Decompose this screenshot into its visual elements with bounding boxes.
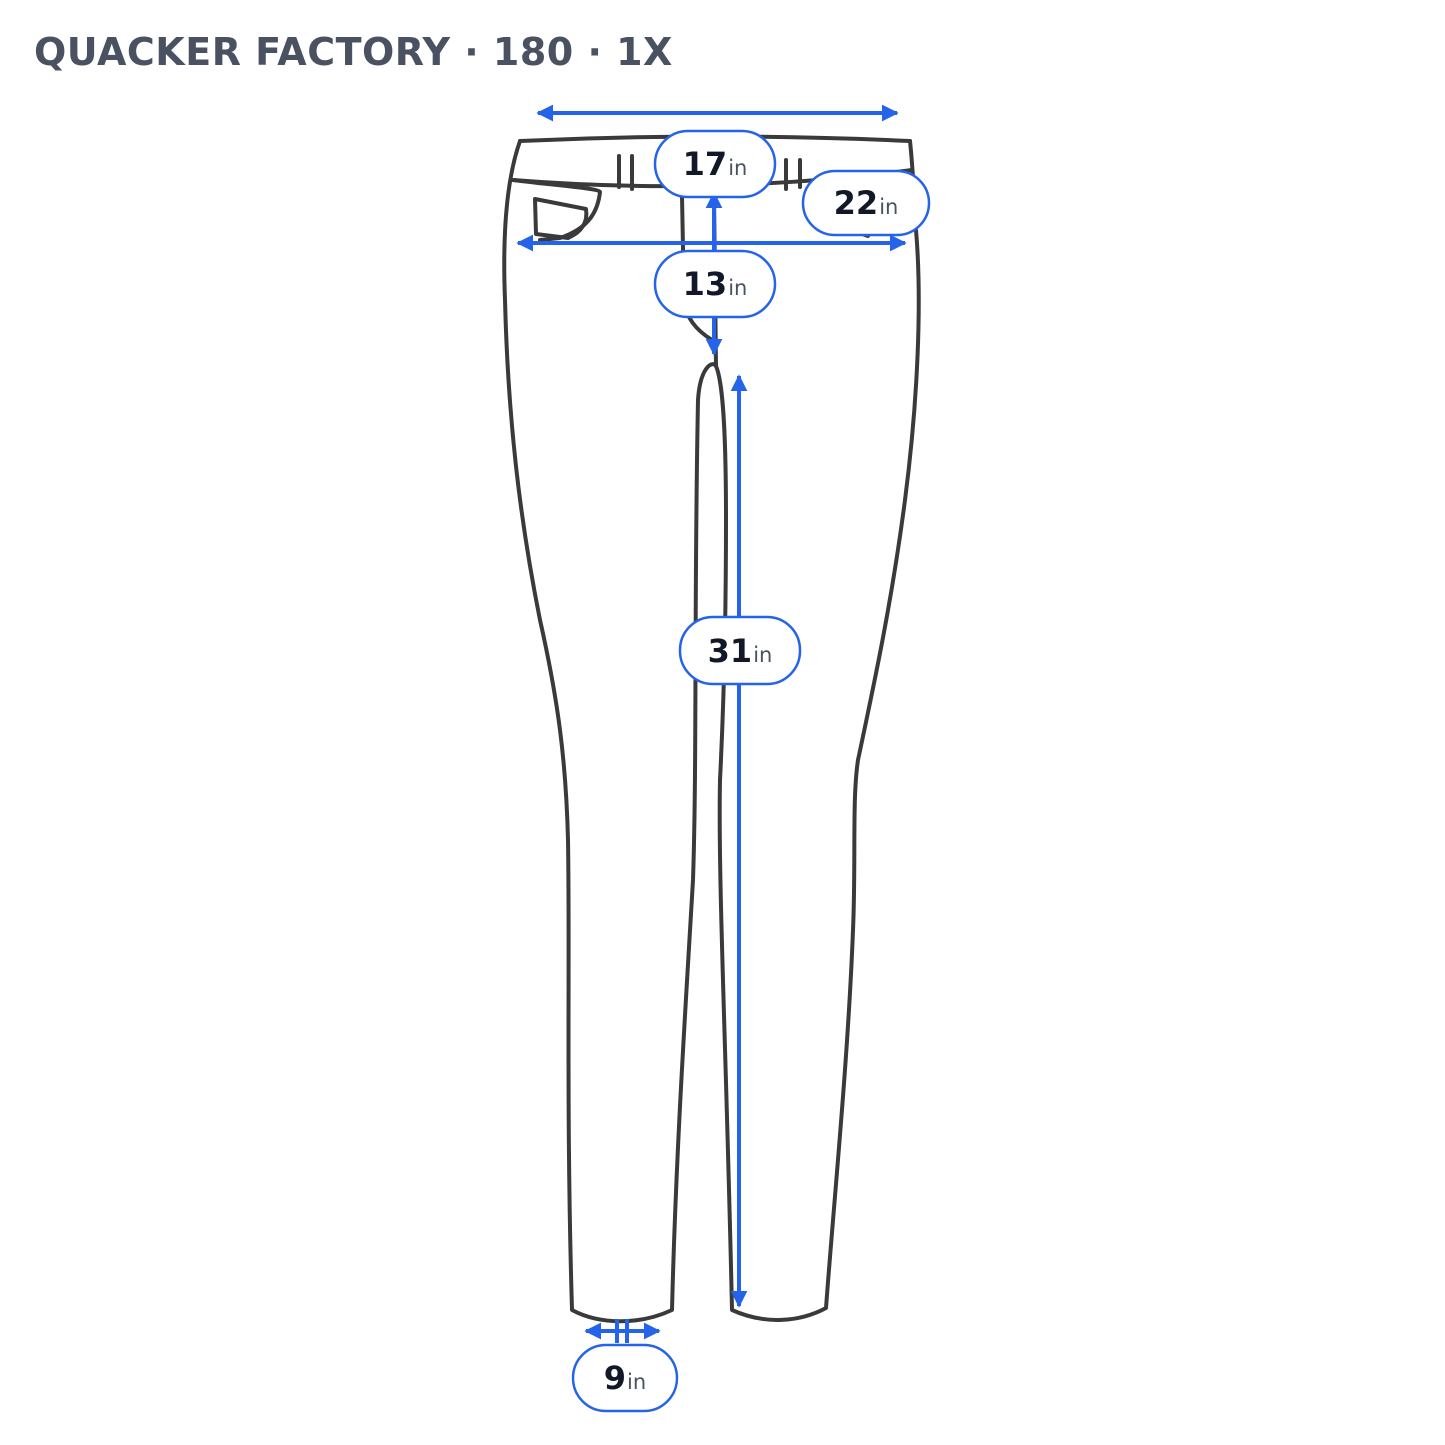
inseam-text: 31in	[708, 632, 773, 670]
right-leg-outline	[714, 139, 921, 1322]
hip-value: 22	[834, 184, 879, 222]
belt-loop-left	[617, 154, 634, 191]
inseam-pill	[678, 615, 802, 686]
left-leg-outline	[502, 139, 718, 1324]
rise-pill	[653, 249, 777, 319]
product-title: QUACKER FACTORY · 180 · 1X	[34, 30, 673, 74]
inseam-unit: in	[753, 643, 772, 667]
waist-pill	[653, 129, 777, 199]
waist-label: 17in	[653, 129, 777, 199]
pants-outline	[502, 134, 921, 1324]
hem-unit: in	[627, 1370, 646, 1394]
hem-value: 9	[604, 1359, 626, 1397]
rise-unit: in	[728, 276, 747, 300]
hip-text: 22in	[834, 184, 899, 222]
rise-label: 13in	[653, 249, 777, 319]
hip-pill	[801, 169, 931, 237]
rise-text: 13in	[683, 265, 748, 303]
rise-value: 13	[683, 265, 728, 303]
waist-text: 17in	[683, 145, 748, 183]
hem-text: 9in	[604, 1359, 646, 1397]
inseam-value: 31	[708, 632, 753, 670]
inseam-label: 31in	[678, 615, 802, 686]
belt-loop-right	[784, 158, 802, 191]
waist-value: 17	[683, 145, 728, 183]
waist-unit: in	[728, 156, 747, 180]
hem-label: 9in	[571, 1343, 679, 1413]
hip-label: 22in	[801, 169, 931, 237]
hip-unit: in	[879, 195, 898, 219]
hem-pill	[571, 1343, 679, 1413]
front-pocket-left	[511, 178, 602, 242]
